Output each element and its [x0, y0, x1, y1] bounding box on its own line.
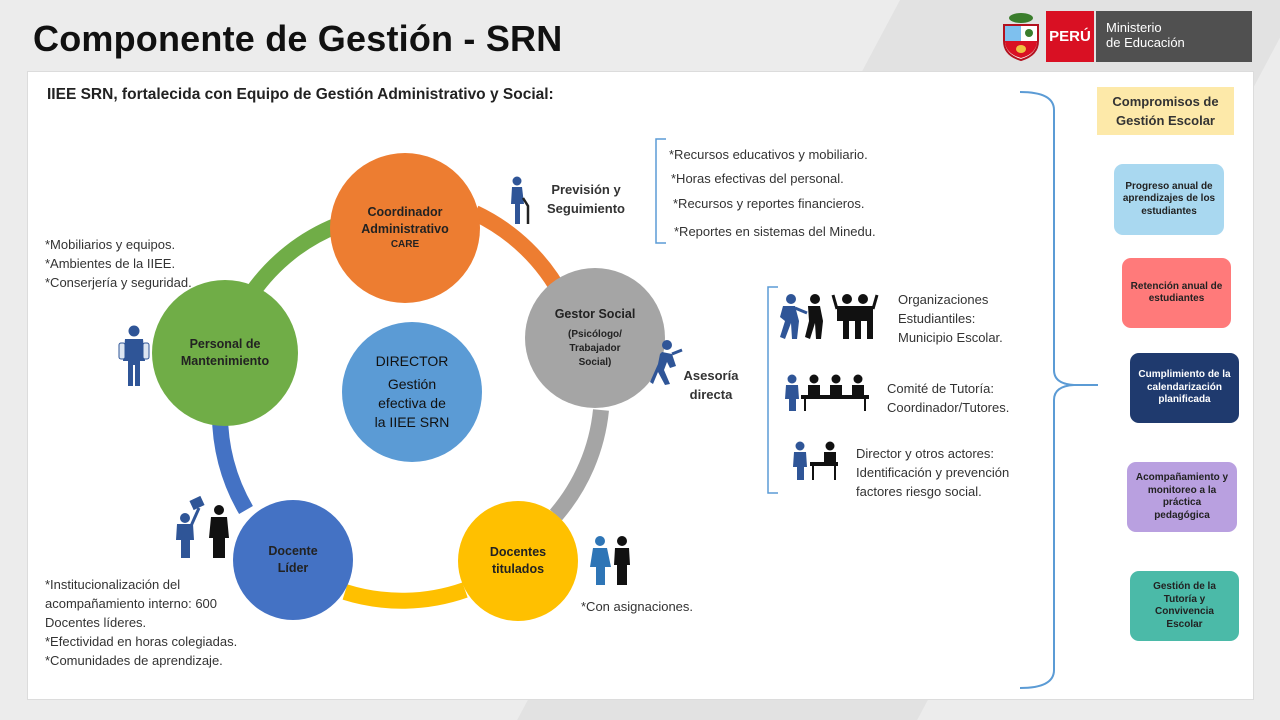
director-title: DIRECTOR [375, 353, 449, 369]
director-actores-line-1: Director y otros actores: [856, 446, 994, 461]
running-person-icon [650, 340, 683, 385]
lider-item-2: acompañamiento interno: 600 [45, 596, 218, 611]
asesoria-label: Asesoría directa [670, 366, 752, 404]
mantenimiento-item-3: *Conserjería y seguridad. [45, 275, 192, 290]
lider-item-1: *Institucionalización del [45, 577, 181, 592]
organizaciones-line-3: Municipio Escolar. [898, 330, 1003, 345]
comite-line-1: Comité de Tutoría: [887, 381, 994, 396]
director-line-1: Gestión [387, 376, 437, 392]
prevision-item-3: *Recursos y reportes financieros. [673, 196, 865, 211]
director-line-2: efectiva de [378, 395, 446, 411]
asesoria-line-2: directa [689, 387, 733, 402]
arc-green-orange [245, 217, 342, 298]
lider-item-5: *Comunidades de aprendizaje. [45, 653, 223, 668]
prevision-item-4: *Reportes en sistemas del Minedu. [674, 224, 876, 239]
lider-list: *Institucionalización del acompañamiento… [45, 575, 237, 670]
teacher-pair-icon [176, 495, 229, 558]
mantenimiento-item-2: *Ambientes de la IIEE. [45, 256, 176, 271]
docentes-line-1: Docentes [489, 545, 547, 559]
compromisos-title-2: Gestión Escolar [1116, 113, 1215, 128]
organizaciones-line-1: Organizaciones [898, 292, 989, 307]
ministerio-line-2: de Educación [1106, 35, 1185, 50]
lider-line-2: Líder [277, 561, 309, 575]
prevision-item-1: *Recursos educativos y mobiliario. [669, 147, 868, 162]
docentes-line-2: titulados [491, 562, 545, 576]
asesoria-comite: Comité de Tutoría: Coordinador/Tutores. [887, 379, 1009, 417]
arc-gray-yellow [549, 409, 609, 521]
node-personal-mantenimiento: Personal de Mantenimiento [152, 280, 298, 426]
lider-line-1: Docente [268, 544, 318, 558]
comite-line-2: Coordinador/Tutores. [887, 400, 1010, 415]
docentes-note: *Con asignaciones. [581, 599, 694, 614]
node-coordinador: Coordinador Administrativo CARE [330, 153, 480, 303]
maintenance-worker-icon [118, 325, 150, 386]
node-docente-lider: Docente Líder [233, 500, 353, 620]
director-actores-line-2: Identificación y prevención [856, 465, 1010, 480]
compromiso-2: Retención anual de estudiantes [1122, 258, 1231, 328]
arc-yellow-blue [342, 582, 468, 609]
gestor-sub-3: Social) [578, 357, 612, 368]
node-gestor-social: Gestor Social (Psicólogo/ Trabajador Soc… [525, 268, 665, 408]
personal-line-2: Mantenimiento [180, 354, 270, 368]
page-title: Componente de Gestión - SRN [33, 18, 563, 59]
compromisos-header: Compromisos de Gestión Escolar [1097, 87, 1234, 135]
prevision-line-2: Seguimiento [546, 201, 625, 216]
compromiso-1: Progreso anual de aprendizajes de los es… [1114, 164, 1224, 235]
lider-item-4: *Efectividad en horas colegiadas. [45, 634, 238, 649]
director-line-3: la IIEE SRN [374, 414, 450, 430]
compromisos-title-1: Compromisos de [1112, 94, 1219, 109]
mantenimiento-list: *Mobiliarios y equipos. *Ambientes de la… [45, 235, 192, 292]
prevision-label: Previsión y Seguimiento [536, 180, 636, 218]
ministerio-line-1: Ministerio [1106, 20, 1162, 35]
lider-item-3: Docentes líderes. [45, 615, 147, 630]
peru-brand: PERÚ [1046, 11, 1094, 62]
person-cane-icon [511, 176, 530, 224]
coordinador-line-3: CARE [390, 239, 420, 250]
student-organizations-icon [780, 294, 879, 339]
personal-line-1: Personal de [189, 337, 261, 351]
compromiso-4: Acompañamiento y monitoreo a la práctica… [1127, 462, 1237, 532]
coordinador-line-2: Administrativo [361, 222, 449, 236]
node-docentes-titulados: Docentes titulados [458, 501, 578, 621]
prevision-item-2: *Horas efectivas del personal. [671, 171, 844, 186]
compromiso-3: Cumplimiento de la calendarización plani… [1130, 353, 1239, 423]
gestor-sub-2: Trabajador [569, 343, 621, 354]
mantenimiento-item-1: *Mobiliarios y equipos. [45, 237, 176, 252]
asesoria-director: Director y otros actores: Identificación… [856, 444, 1009, 501]
compromiso-5: Gestión de la Tutoría y Convivencia Esco… [1130, 571, 1239, 641]
node-director: DIRECTOR Gestión efectiva de la IIEE SRN [342, 322, 482, 462]
director-desk-icon [793, 441, 838, 480]
prevision-line-1: Previsión y [551, 182, 621, 197]
peru-coat-of-arms-icon [1003, 13, 1039, 62]
coordinador-line-1: Coordinador [367, 205, 443, 219]
ministerio-label: Ministerio de Educación [1096, 11, 1252, 62]
diagram-subtitle: IIEE SRN, fortalecida con Equipo de Gest… [47, 86, 554, 103]
organizaciones-line-2: Estudiantiles: [898, 311, 976, 326]
director-actores-line-3: factores riesgo social. [856, 484, 982, 499]
committee-meeting-icon [785, 374, 869, 411]
asesoria-line-1: Asesoría [683, 368, 739, 383]
couple-icon [590, 536, 630, 585]
asesoria-organizaciones: Organizaciones Estudiantiles: Municipio … [898, 290, 1003, 347]
gestor-line-1: Gestor Social [554, 307, 636, 321]
minedu-logo: PERÚ Ministerio de Educación [998, 11, 1252, 62]
gestor-sub-1: (Psicólogo/ [568, 329, 622, 340]
